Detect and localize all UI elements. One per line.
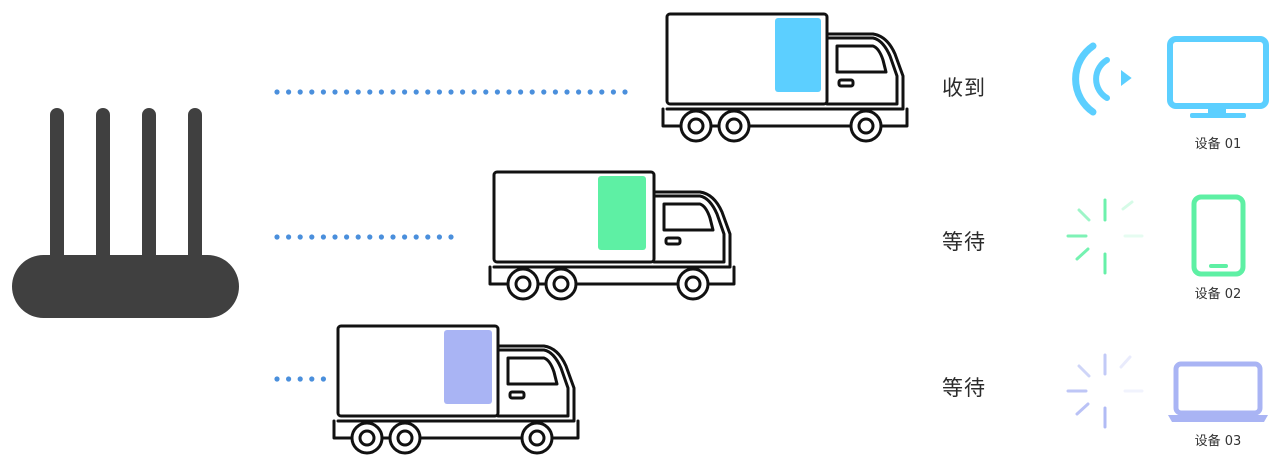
status-label: 等待	[942, 376, 986, 400]
signal-dot	[274, 234, 280, 240]
truck-icon	[488, 170, 736, 301]
signal-dot	[390, 89, 396, 95]
signal-dot	[390, 234, 396, 240]
signal-dot	[610, 89, 617, 95]
wifi-signal-icon	[1072, 42, 1132, 116]
signal-dot	[564, 89, 570, 95]
device-label: 设备 02	[1194, 287, 1242, 302]
signal-dot	[286, 234, 292, 240]
signal-dot	[599, 89, 605, 95]
signal-dot	[402, 89, 408, 95]
signal-dot	[344, 89, 350, 95]
truck-icon	[332, 324, 580, 455]
truck-icon	[661, 12, 909, 143]
signal-dot	[448, 89, 454, 95]
status-label: 等待	[942, 230, 986, 254]
signal-dot	[297, 234, 303, 240]
device-label: 设备 01	[1194, 137, 1242, 152]
signal-dot	[518, 89, 524, 95]
signal-dot	[286, 376, 292, 382]
signal-dot	[436, 234, 442, 240]
signal-dot	[320, 89, 326, 95]
signal-dots	[274, 234, 454, 240]
signal-dot	[413, 234, 419, 240]
signal-dot	[425, 234, 431, 240]
signal-dot	[448, 234, 454, 240]
signal-dot	[297, 376, 303, 382]
monitor-icon	[1167, 36, 1269, 118]
signal-dot	[460, 89, 466, 95]
signal-dot	[309, 376, 315, 382]
signal-dot	[541, 89, 547, 95]
signal-dot	[355, 89, 361, 95]
laptop-icon	[1168, 361, 1268, 422]
signal-dot	[378, 234, 384, 240]
signal-dot	[471, 89, 477, 95]
status-label: 收到	[942, 76, 986, 100]
signal-dots	[274, 89, 628, 95]
signal-dot	[309, 89, 315, 95]
cargo-block	[775, 18, 821, 92]
phone-icon	[1191, 194, 1246, 277]
signal-dot	[332, 89, 338, 95]
signal-dot	[494, 89, 500, 95]
router-icon	[12, 108, 239, 318]
signal-dot	[587, 89, 593, 95]
signal-dot	[286, 89, 292, 95]
signal-dot	[529, 89, 535, 95]
signal-dot	[425, 89, 431, 95]
signal-dot	[367, 89, 373, 95]
loading-spinner-icon	[1066, 198, 1144, 275]
signal-dot	[552, 89, 559, 95]
signal-dot	[344, 234, 350, 240]
signal-dot	[483, 89, 489, 95]
signal-dot	[367, 234, 373, 240]
signal-dot	[355, 234, 361, 240]
signal-dot	[320, 234, 326, 240]
signal-dot	[274, 89, 280, 95]
signal-dot	[506, 89, 512, 95]
loading-spinner-icon	[1066, 353, 1144, 429]
signal-dot	[622, 89, 628, 95]
signal-dot	[576, 89, 582, 95]
cargo-block	[598, 176, 646, 250]
signal-dot	[413, 89, 419, 95]
signal-dots	[274, 376, 326, 382]
signal-dot	[436, 89, 442, 95]
signal-dot	[309, 234, 315, 240]
signal-dot	[320, 376, 326, 382]
signal-dot	[297, 89, 303, 95]
signal-dot	[378, 89, 384, 95]
signal-dot	[274, 376, 280, 382]
signal-dot	[332, 234, 338, 240]
cargo-block	[444, 330, 492, 404]
device-label: 设备 03	[1194, 434, 1242, 449]
signal-dot	[402, 234, 408, 240]
